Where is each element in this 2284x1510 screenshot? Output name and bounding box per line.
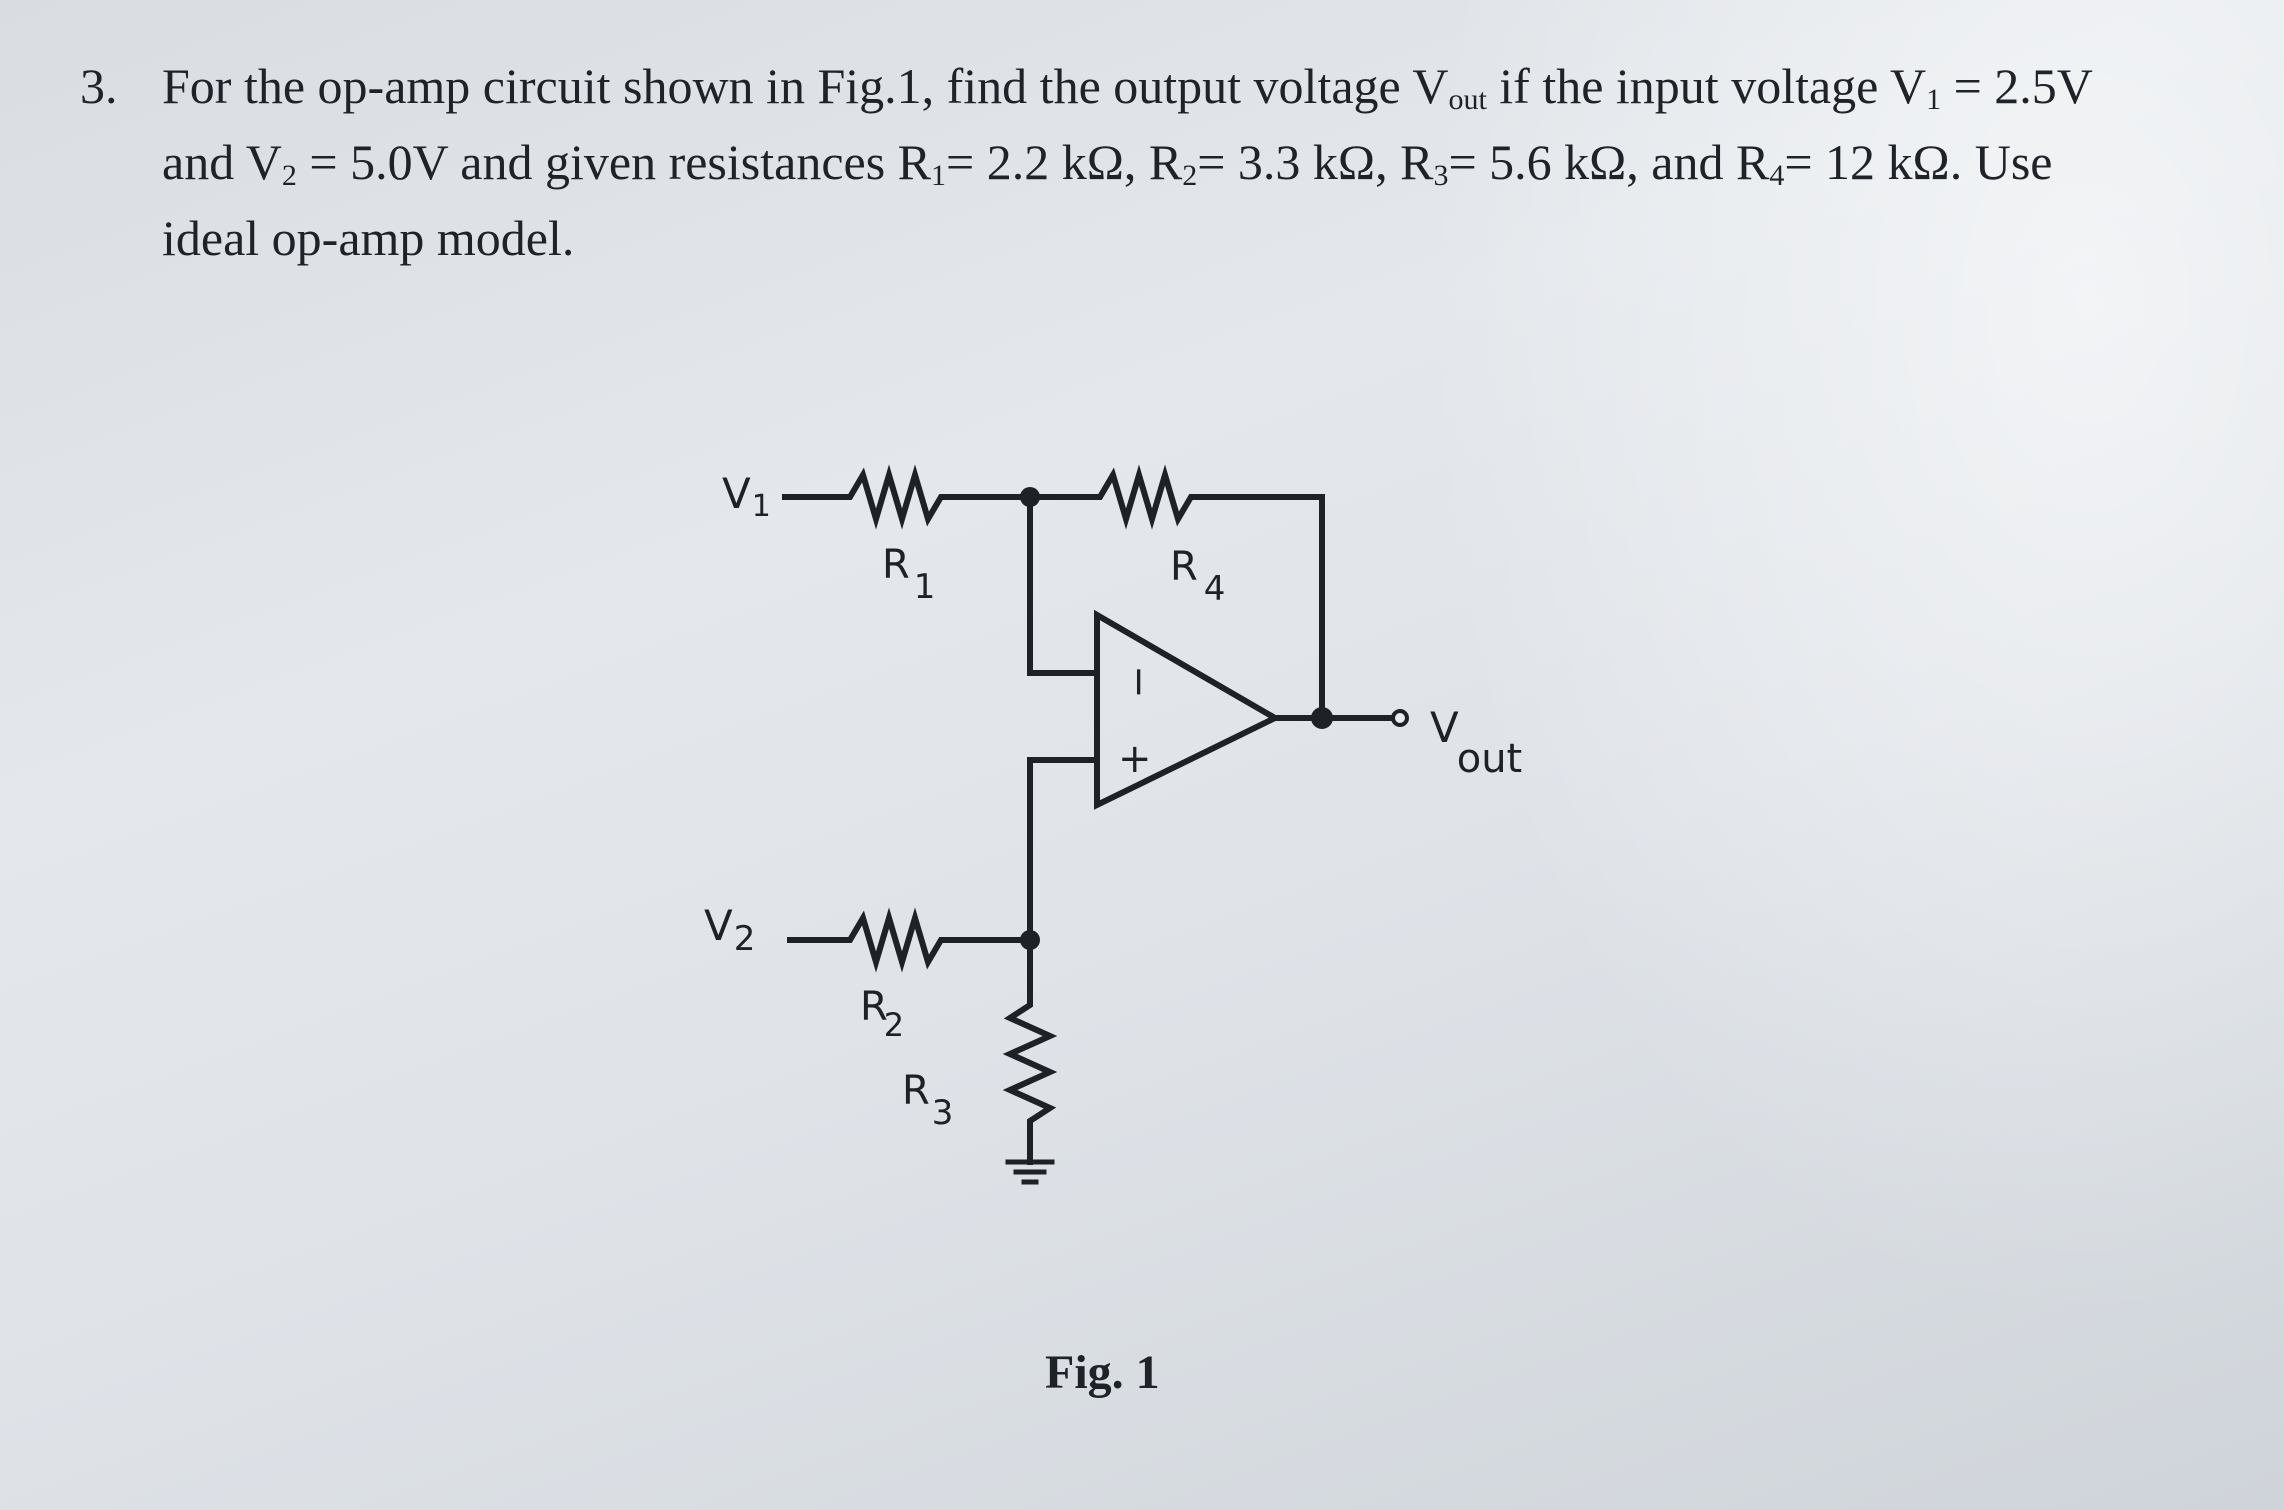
minus-sign: − <box>1116 665 1162 699</box>
junction-node-top <box>1020 487 1040 507</box>
r4-resistor <box>1027 464 1325 721</box>
r3-resistor <box>1002 937 1058 1165</box>
noninverting-input-wire <box>1027 757 1100 943</box>
inverting-input-wire <box>1027 494 1100 676</box>
v2-label: V2 <box>704 901 755 959</box>
opamp-triangle <box>1094 609 1282 810</box>
figure-caption: Fig. 1 <box>1045 1346 1160 1399</box>
v1-label: V1 <box>722 469 771 524</box>
r2-label: R2 <box>860 984 904 1044</box>
question-text: For the op-amp circuit shown in Fig.1, f… <box>162 58 2092 266</box>
plus-sign: + <box>1118 736 1152 782</box>
output-terminal <box>1391 709 1409 727</box>
r1-resistor <box>782 464 1033 530</box>
ground-symbol <box>1005 1159 1055 1185</box>
question-number: 3. <box>80 58 118 114</box>
r2-resistor <box>787 907 1033 973</box>
r3-label: R3 <box>902 1068 953 1133</box>
junction-node-bottom <box>1020 930 1040 950</box>
junction-node-output <box>1311 707 1333 729</box>
